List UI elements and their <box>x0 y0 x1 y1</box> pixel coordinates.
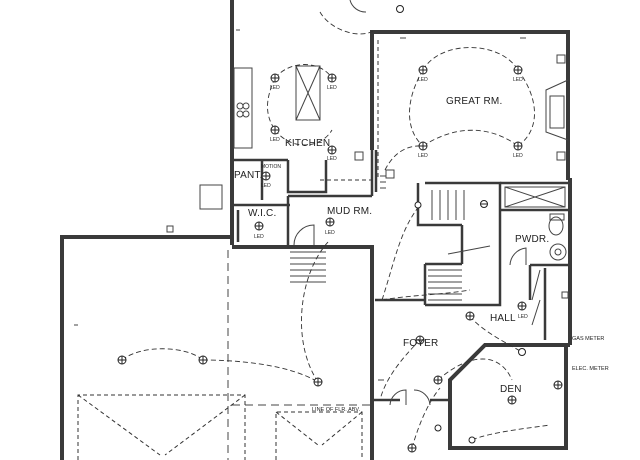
led-fixture <box>117 355 127 365</box>
led-label: LED <box>327 156 337 162</box>
led-fixture <box>468 436 476 444</box>
led-fixture <box>517 301 527 311</box>
led-fixture <box>327 73 337 83</box>
led-label: LED <box>418 77 428 83</box>
led-label: LED <box>325 230 335 236</box>
gas-meter-label: GAS METER <box>572 336 604 342</box>
exterior-walls <box>60 0 572 460</box>
fixture-labels: LED LED LED LED LED LED LED LED LED LED … <box>254 77 609 413</box>
led-fixture <box>198 355 208 365</box>
led-fixture <box>507 395 517 405</box>
led-fixture <box>418 141 428 151</box>
room-label-wic: W.I.C. <box>248 208 276 219</box>
room-label-mud-room: MUD RM. <box>327 206 372 217</box>
led-fixture <box>270 125 280 135</box>
led-fixture <box>513 141 523 151</box>
led-fixtures <box>117 5 563 453</box>
led-label: LED <box>418 153 428 159</box>
line-of-floor-above-label: LINE OF FLR. ABV. <box>312 407 361 413</box>
led-fixture <box>433 375 443 385</box>
led-fixture <box>313 377 323 387</box>
led-fixture <box>270 73 280 83</box>
led-label: LED <box>513 77 523 83</box>
room-label-great-room: GREAT RM. <box>446 96 502 107</box>
led-fixture <box>414 201 422 209</box>
led-fixture <box>418 65 428 75</box>
dashed-overhead-lines <box>77 40 379 460</box>
led-label: LED <box>254 234 264 240</box>
led-fixture <box>415 335 425 345</box>
room-label-powder: PWDR. <box>515 234 549 245</box>
electrical-wiring <box>121 11 551 449</box>
led-fixture <box>513 65 523 75</box>
room-labels: GREAT RM. KITCHEN PANT. W.I.C. MUD RM. P… <box>234 96 549 395</box>
led-label: LED <box>270 137 280 143</box>
led-label: LED <box>270 85 280 91</box>
led-fixture <box>261 171 271 181</box>
electrical-symbols <box>74 29 569 381</box>
led-label: LED <box>518 314 528 320</box>
room-label-foyer: FOYER <box>403 338 438 349</box>
room-label-kitchen: KITCHEN <box>285 138 330 149</box>
led-fixture <box>465 311 475 321</box>
led-label: LED <box>327 85 337 91</box>
led-label: LED <box>513 153 523 159</box>
led-fixture <box>480 200 488 208</box>
led-label: LED <box>261 183 271 189</box>
led-fixture <box>325 217 335 227</box>
motion-label: MOTION <box>261 164 281 170</box>
led-fixture <box>434 424 442 432</box>
led-fixture <box>407 443 417 453</box>
led-fixture <box>254 221 264 231</box>
led-fixture <box>553 380 563 390</box>
room-label-den: DEN <box>500 384 522 395</box>
interior-walls <box>232 150 568 402</box>
led-fixture <box>518 348 526 356</box>
led-fixture <box>327 145 337 155</box>
fixtures <box>199 0 569 406</box>
elec-meter-label: ELEC. METER <box>572 366 609 372</box>
room-label-pantry: PANT. <box>234 170 263 181</box>
led-fixture <box>396 5 404 13</box>
room-label-hall: HALL <box>490 313 516 324</box>
